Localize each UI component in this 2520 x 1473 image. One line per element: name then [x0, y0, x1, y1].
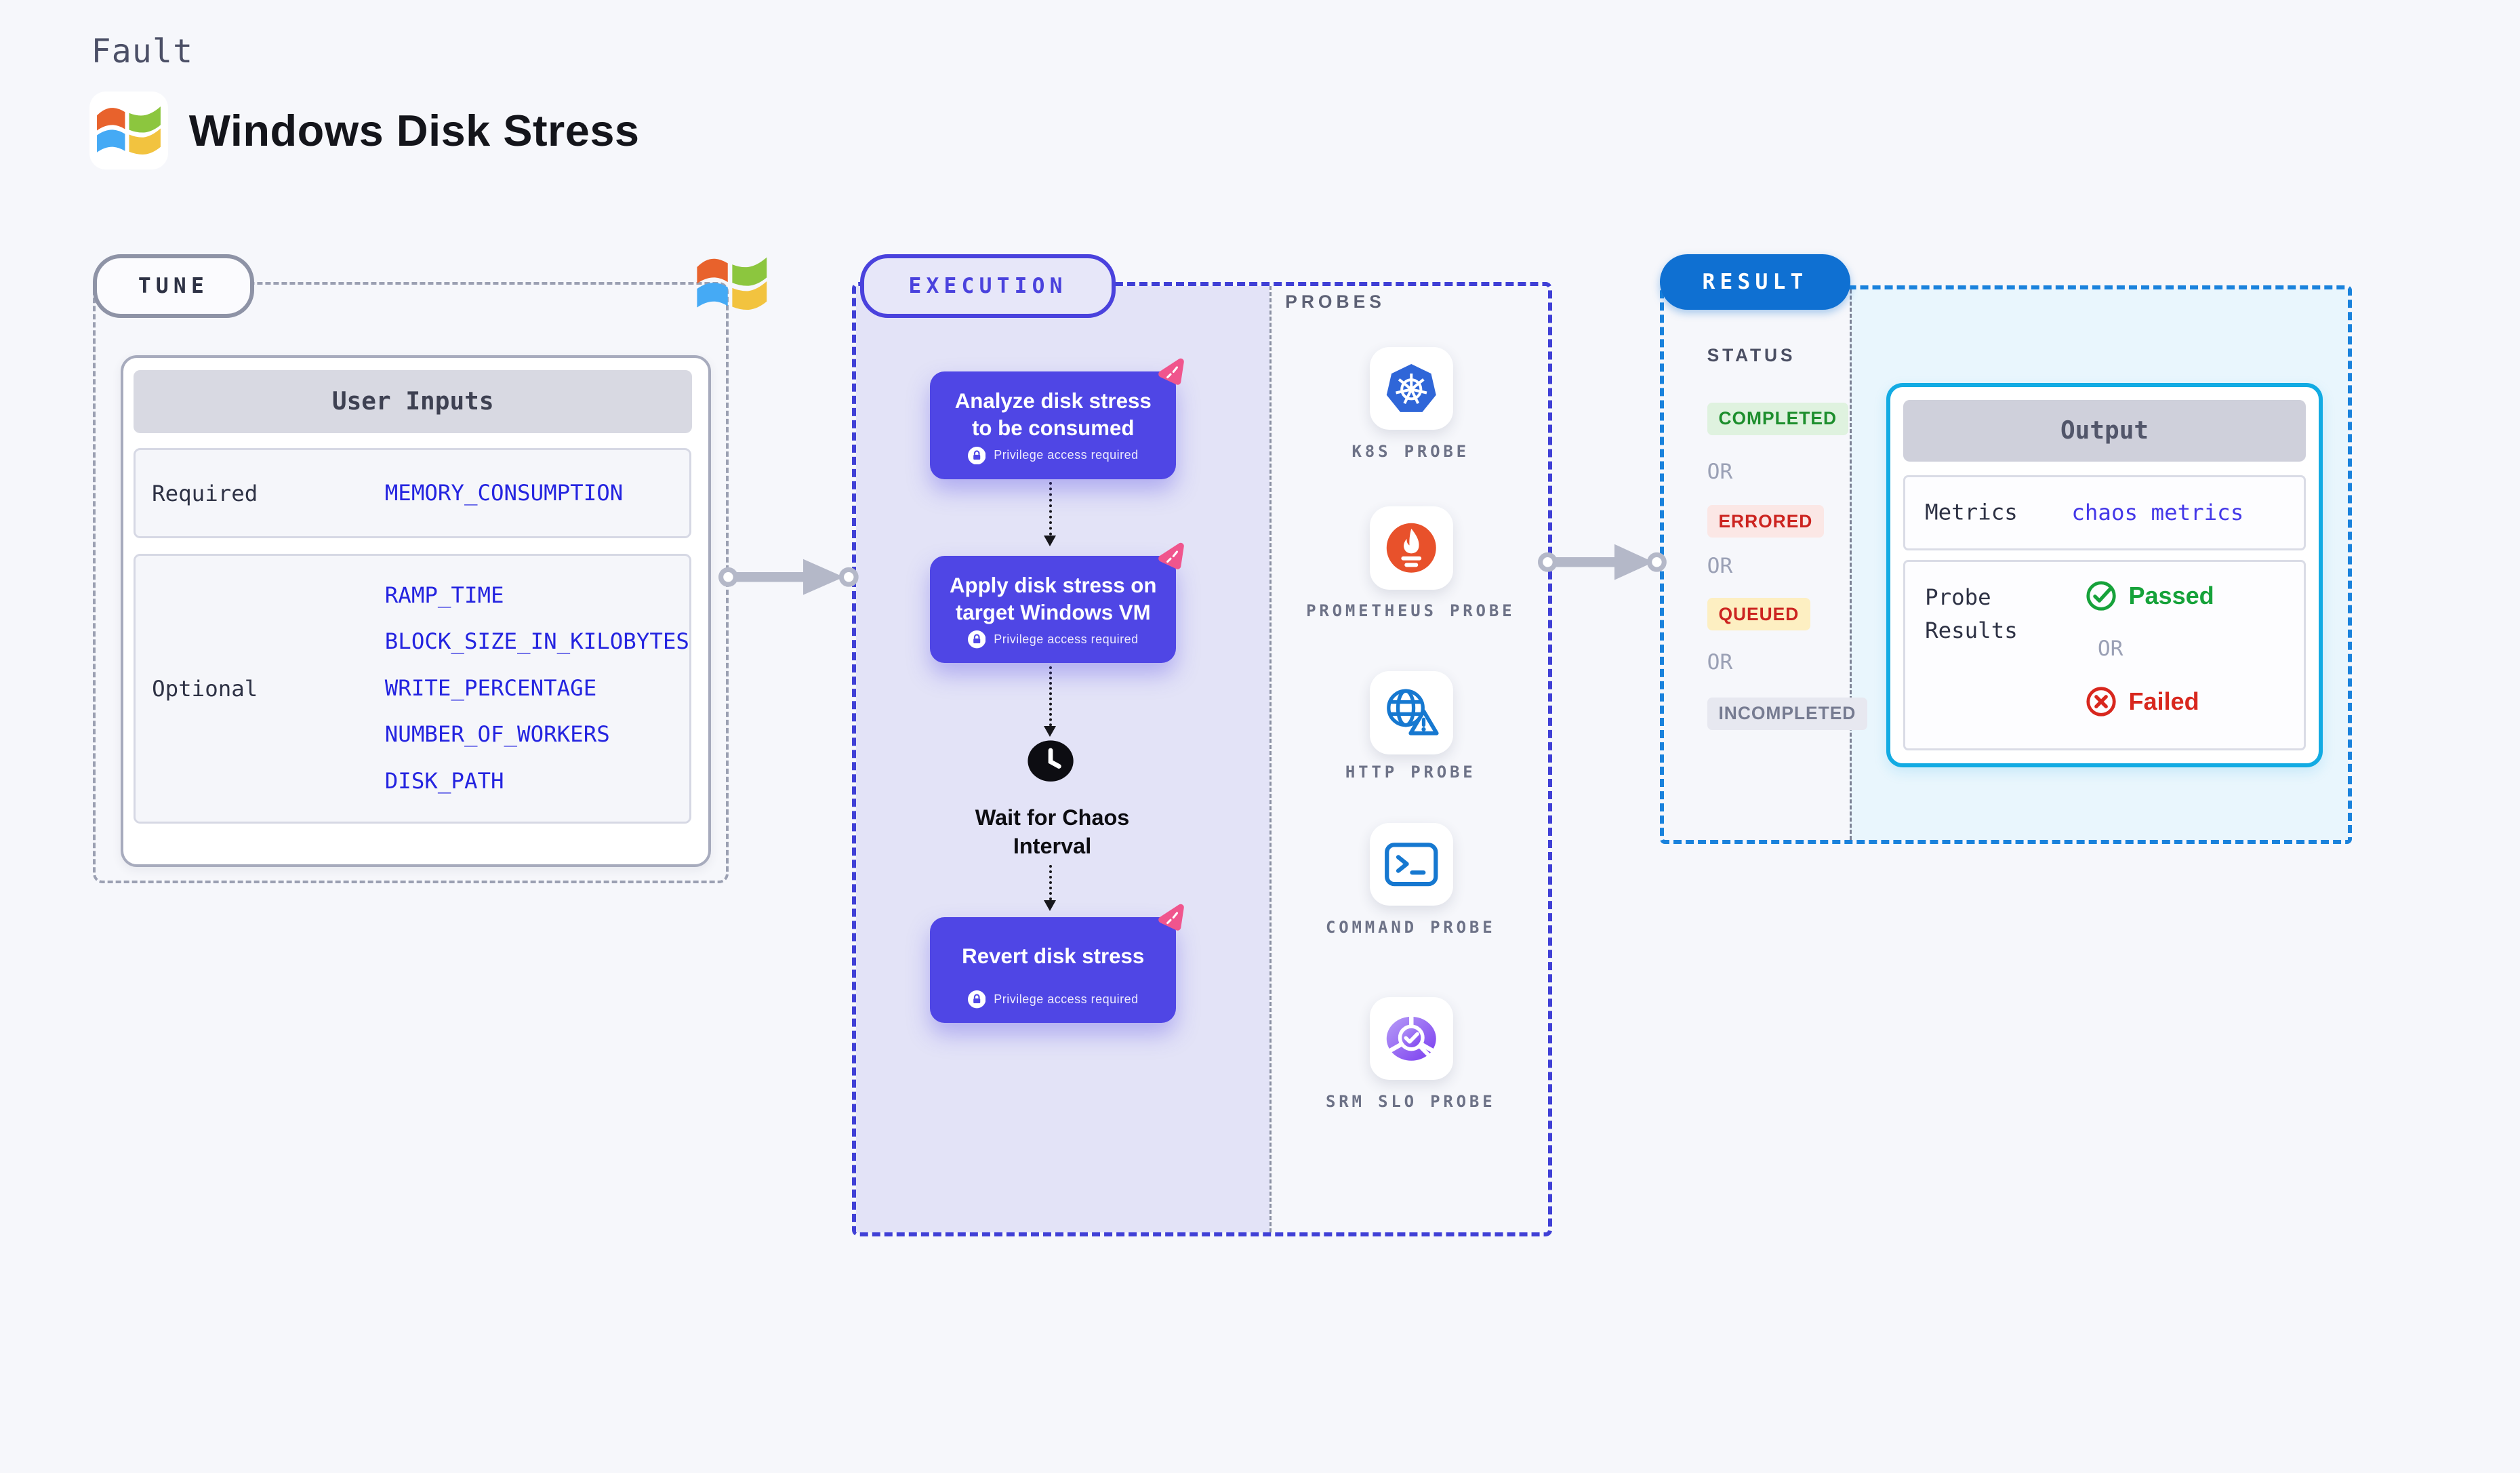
chaos-experiment-icon: [1154, 539, 1190, 574]
x-circle-icon: [2086, 687, 2116, 717]
command-probe-label: COMMAND PROBE: [1326, 917, 1496, 937]
step-revert-disk-stress: Revert disk stress Privilege access requ…: [930, 904, 1185, 1024]
prometheus-probe-label: PROMETHEUS PROBE: [1306, 601, 1516, 621]
probe-results-label: Probe Results: [1925, 584, 2018, 643]
result-section-label: RESULT: [1659, 254, 1851, 310]
privilege-badge: Privilege access required: [930, 630, 1176, 649]
http-icon: [1387, 689, 1439, 735]
tune-section-label: TUNE: [92, 254, 254, 318]
srm-slo-probe-label: SRM SLO PROBE: [1326, 1091, 1496, 1111]
required-params: MEMORY_CONSUMPTION: [385, 478, 624, 509]
check-circle-icon: [2086, 581, 2116, 611]
optional-label: Optional: [152, 675, 258, 702]
status-badge-errored: ERRORED: [1707, 505, 1825, 538]
step-title: Revert disk stress: [962, 944, 1145, 969]
execution-to-result-arrow: [1537, 544, 1667, 580]
privilege-badge-text: Privilege access required: [994, 448, 1139, 462]
failed-verdict: Failed: [2085, 685, 2199, 718]
srm-slo-icon: [1386, 1014, 1436, 1061]
metrics-label: Metrics: [1925, 500, 2018, 526]
srm-slo-probe-card: [1370, 996, 1453, 1081]
fault-eyebrow: Fault: [91, 33, 194, 71]
page-title: Windows Disk Stress: [188, 105, 640, 155]
status-label: STATUS: [1707, 345, 1796, 366]
command-icon: [1385, 842, 1438, 886]
privilege-badge-text: Privilege access required: [994, 632, 1139, 646]
flow-connector: [1044, 482, 1055, 546]
clock-icon: [1026, 738, 1075, 790]
metrics-value: chaos metrics: [2071, 500, 2244, 526]
status-badge-queued: QUEUED: [1707, 598, 1811, 631]
k8s-icon: [1386, 363, 1436, 412]
optional-params: RAMP_TIME BLOCK_SIZE_IN_KILOBYTES WRITE_…: [385, 580, 689, 797]
param-ramp-time: RAMP_TIME: [384, 582, 504, 609]
step-title: Apply disk stress on target Windows VM: [949, 573, 1157, 624]
required-label: Required: [152, 480, 258, 506]
privilege-badge-text: Privilege access required: [994, 992, 1139, 1006]
flow-connector: [1044, 666, 1055, 737]
metrics-row: Metrics chaos metrics: [1903, 475, 2306, 551]
passed-verdict: Passed: [2085, 580, 2214, 612]
probe-results-row: Probe Results Passed OR Failed: [1903, 559, 2306, 750]
flow-connector: [1044, 865, 1055, 912]
lock-icon: [967, 446, 986, 464]
required-inputs-row: Required MEMORY_CONSUMPTION: [134, 447, 692, 539]
execution-section-label: EXECUTION: [859, 254, 1116, 318]
step-apply-disk-stress: Apply disk stress on target Windows VM P…: [930, 542, 1185, 664]
output-card: Output Metrics chaos metrics Probe Resul…: [1886, 382, 2323, 767]
k8s-probe-label: K8S PROBE: [1352, 441, 1469, 461]
param-block-size: BLOCK_SIZE_IN_KILOBYTES: [384, 628, 689, 655]
windows-logo-small: [694, 246, 769, 321]
probes-region: [1269, 285, 1548, 1233]
tune-to-execution-arrow: [718, 559, 859, 595]
or-separator: OR: [1707, 459, 1733, 484]
status-badge-completed: COMPLETED: [1707, 402, 1848, 435]
or-separator: OR: [2097, 637, 2123, 662]
prometheus-probe-card: [1370, 506, 1453, 590]
step-analyze-disk-stress: Analyze disk stress to be consumed Privi…: [930, 359, 1185, 479]
param-number-of-workers: NUMBER_OF_WORKERS: [384, 721, 610, 748]
param-memory-consumption: MEMORY_CONSUMPTION: [384, 479, 624, 506]
output-header: Output: [1903, 399, 2306, 462]
or-separator: OR: [1707, 649, 1733, 674]
status-badge-incompleted: INCOMPLETED: [1707, 697, 1868, 730]
chaos-experiment-icon: [1154, 900, 1190, 935]
step-title: Analyze disk stress to be consumed: [954, 388, 1152, 440]
passed-label: Passed: [2128, 581, 2214, 609]
privilege-badge: Privilege access required: [930, 990, 1176, 1009]
probes-label: PROBES: [1285, 291, 1385, 312]
windows-logo: [89, 91, 168, 169]
brand-header: Windows Disk Stress: [89, 91, 640, 169]
prometheus-icon: [1386, 523, 1436, 573]
wait-for-chaos-interval-label: Wait for Chaos Interval: [975, 805, 1130, 858]
failed-label: Failed: [2128, 687, 2199, 716]
http-probe-card: [1370, 671, 1453, 754]
chaos-experiment-icon: [1154, 355, 1190, 390]
http-probe-label: HTTP PROBE: [1345, 763, 1476, 782]
privilege-badge: Privilege access required: [930, 446, 1176, 464]
lock-icon: [967, 630, 986, 649]
param-write-percentage: WRITE_PERCENTAGE: [384, 675, 597, 702]
param-disk-path: DISK_PATH: [384, 768, 504, 794]
lock-icon: [967, 990, 986, 1009]
k8s-probe-card: [1370, 346, 1453, 430]
user-inputs-header: User Inputs: [134, 369, 693, 434]
or-separator: OR: [1707, 554, 1733, 579]
command-probe-card: [1370, 822, 1453, 906]
optional-inputs-row: Optional RAMP_TIME BLOCK_SIZE_IN_KILOBYT…: [134, 554, 692, 824]
